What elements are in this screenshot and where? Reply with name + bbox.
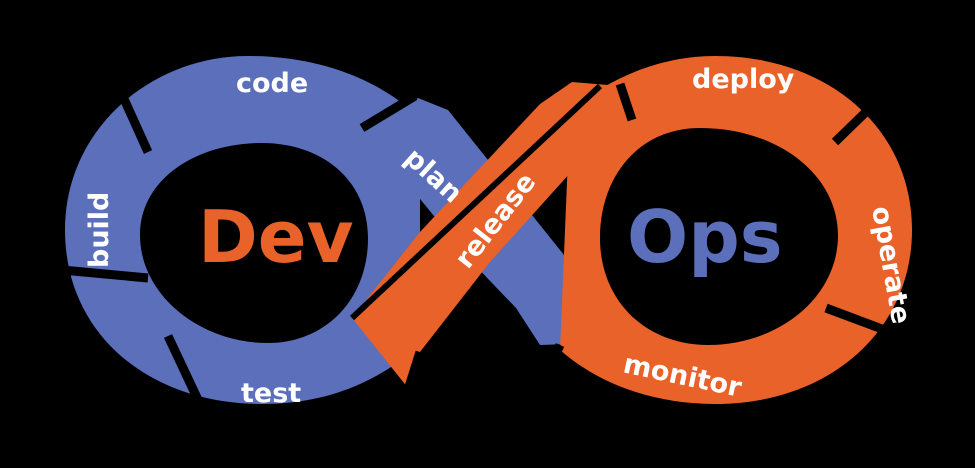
ops-separator-2 [831, 104, 874, 146]
ops-separator-4 [535, 343, 565, 392]
dev-title: Dev [198, 195, 354, 279]
ops-loop [352, 56, 912, 404]
ops-separator-1 [615, 82, 637, 122]
crossing-divider [349, 83, 603, 321]
ops-separator-3 [824, 303, 900, 340]
release-band [352, 82, 630, 388]
stage-label-code: code [236, 68, 308, 99]
dev-separator-1 [115, 88, 153, 154]
ops-ring [560, 56, 912, 404]
ops-separator-5 [403, 350, 425, 392]
stage-label-build: build [84, 192, 115, 268]
dev-separator-3 [163, 334, 205, 406]
stage-label-deploy: deploy [692, 64, 795, 95]
dev-separator-4 [359, 92, 418, 132]
ops-title: Ops [627, 195, 783, 279]
dev-ring [65, 56, 420, 404]
dev-separator-2 [61, 265, 149, 283]
stage-label-test: test [241, 378, 301, 409]
